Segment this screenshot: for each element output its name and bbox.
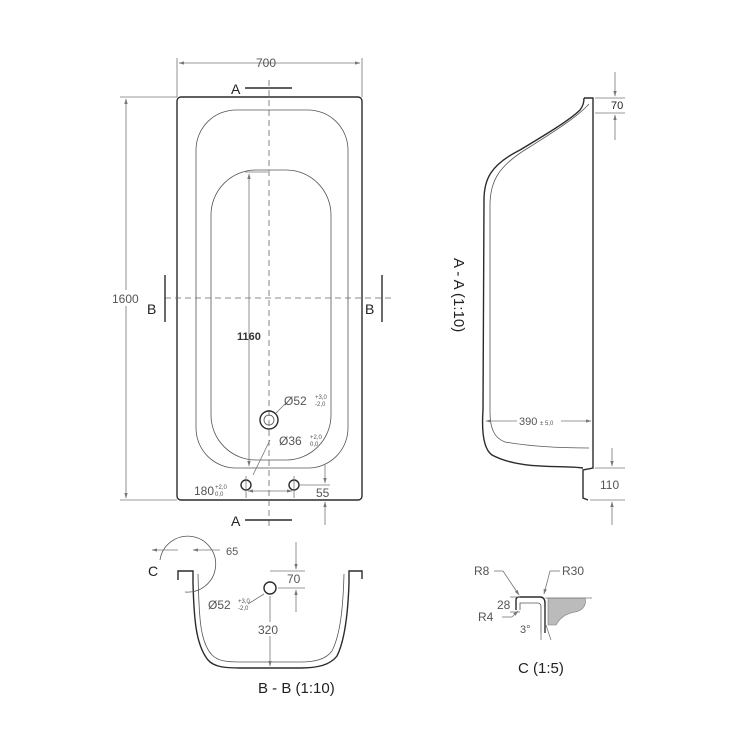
feet-offset-label: 55 — [316, 486, 330, 500]
section-bb-profile-outer — [177, 570, 363, 669]
feet-spacing-label: 180 — [194, 484, 214, 498]
drain-overflow-sup: +3,0 — [315, 395, 328, 401]
inner-length-label: 1160 — [237, 331, 261, 343]
section-a-bottom-label: A — [231, 513, 241, 529]
bb-depth-label: 320 — [258, 623, 278, 637]
section-aa-title: A - A (1:10) — [450, 258, 467, 332]
width-label: 700 — [256, 56, 276, 70]
detail-c-thickness-label: 28 — [497, 598, 511, 612]
aa-depth-label: 390 — [519, 416, 537, 428]
tub-outline — [176, 96, 363, 501]
aa-depth-tolerance: ± 5,0 — [540, 421, 554, 427]
section-b-right-label: B — [365, 301, 374, 317]
drain-outer — [259, 410, 279, 430]
bb-rim-width-label: 65 — [226, 546, 238, 558]
detail-c-r30-label: R30 — [562, 564, 584, 578]
section-aa-profile-inner — [489, 103, 590, 449]
feet-spacing-sub: 0,0 — [215, 492, 224, 498]
tub-basin-inner — [210, 169, 332, 461]
section-b-left-label: B — [147, 301, 156, 317]
section-aa-profile-outer — [481, 97, 594, 501]
length-label: 1600 — [112, 292, 139, 306]
top-view: 700 1600 1160 A A B B Ø52 +3,0 -2,0 Ø36 … — [110, 56, 395, 529]
section-a-top-label: A — [231, 81, 241, 97]
detail-c-angle-label: 3° — [520, 624, 531, 636]
section-bb-title: B - B (1:10) — [258, 680, 335, 697]
detail-c-callout — [159, 535, 217, 593]
section-bb-profile-inner — [197, 573, 345, 663]
section-aa-view: 70 390 ± 5,0 110 A - A (1:10) — [450, 72, 625, 525]
feet-spacing-sup: +2,0 — [215, 485, 228, 491]
detail-c-view: R8 R30 28 R4 3° C (1:5) — [474, 564, 592, 677]
bb-overflow-hole — [263, 581, 277, 595]
drain-outlet-label: Ø36 — [279, 434, 302, 448]
aa-foot-height-label: 110 — [600, 478, 619, 492]
bb-rim-height-label: 70 — [287, 572, 301, 586]
drain-inner — [263, 414, 275, 426]
tub-basin-outer — [195, 109, 349, 469]
detail-c-ref-label: C — [148, 563, 158, 579]
bb-overflow-label: Ø52 — [208, 598, 231, 612]
drain-outlet-sup: +2,0 — [310, 435, 323, 441]
detail-c-rim-profile — [515, 596, 546, 633]
detail-c-rim-inner — [519, 602, 542, 633]
bb-overflow-sup: +3,0 — [238, 599, 251, 605]
detail-c-r4-label: R4 — [478, 610, 494, 624]
bb-overflow-sub: -2,0 — [238, 606, 249, 612]
detail-c-hatch — [547, 597, 586, 626]
aa-rim-height-label: 70 — [611, 100, 623, 112]
detail-c-title: C (1:5) — [518, 660, 564, 677]
drain-overflow-sub: -2,0 — [315, 402, 326, 408]
drain-overflow-label: Ø52 — [284, 394, 307, 408]
detail-c-r8-label: R8 — [474, 564, 490, 578]
drain-outlet-sub: 0,0 — [310, 442, 319, 448]
section-bb-view: C 65 70 Ø52 +3,0 -2,0 320 B - B (1:10) — [148, 535, 363, 697]
